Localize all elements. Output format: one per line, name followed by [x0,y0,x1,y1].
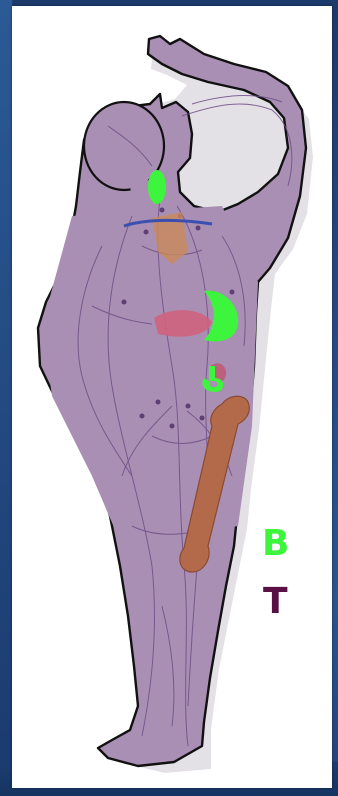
lymphatic-body-illustration [12,6,332,788]
left-accent-band [0,0,12,796]
t-cell-label: T [263,584,288,620]
diagram-panel [12,6,332,788]
thymus-marker [148,170,166,204]
b-cell-label: B [262,526,289,562]
